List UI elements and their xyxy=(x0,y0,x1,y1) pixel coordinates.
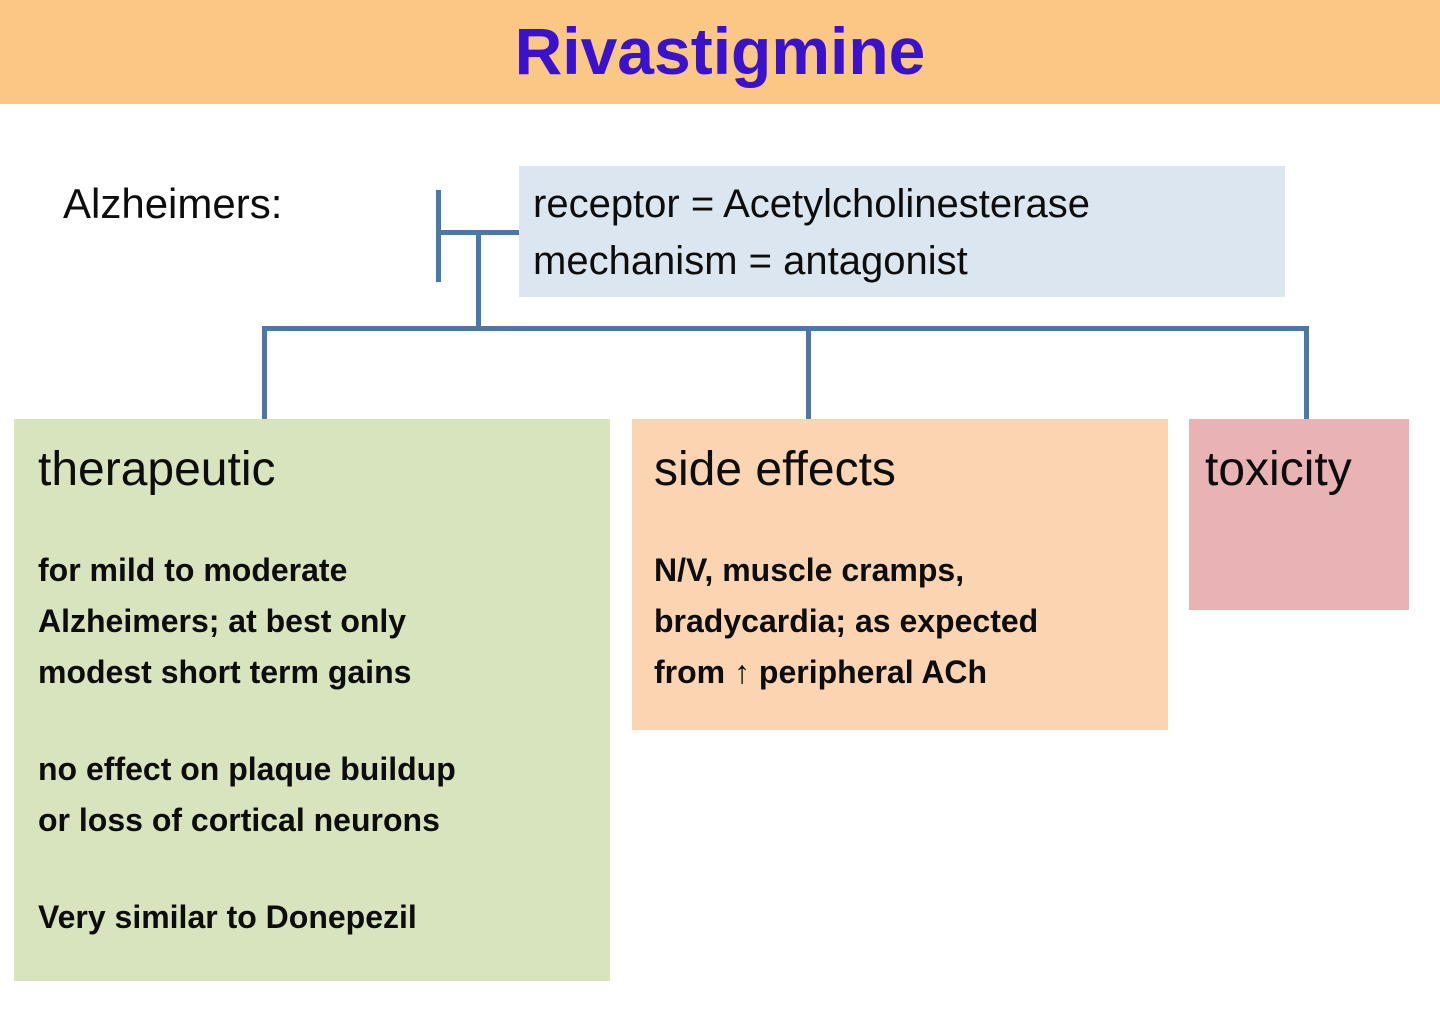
connector-stub-vertical xyxy=(436,190,441,282)
body-line: Alzheimers; at best only xyxy=(38,603,407,639)
body-line: bradycardia; as expected xyxy=(654,603,1039,639)
connector-bus-horizontal xyxy=(262,326,1309,331)
category-box-therapeutic: therapeutic for mild to moderate Alzheim… xyxy=(14,419,610,981)
spacer xyxy=(38,499,586,545)
category-box-side-effects: side effects N/V, muscle cramps, bradyca… xyxy=(632,419,1168,730)
body-line: no effect on plaque buildup xyxy=(38,751,456,787)
category-body-therapeutic: for mild to moderate Alzheimers; at best… xyxy=(38,545,586,943)
root-label-alzheimers: Alzheimers: xyxy=(63,180,283,227)
spacer xyxy=(38,698,586,744)
title-banner: Rivastigmine xyxy=(0,0,1440,104)
body-line: modest short term gains xyxy=(38,654,412,690)
receptor-mechanism-box: receptor = Acetylcholinesterase mechanis… xyxy=(519,166,1285,297)
category-box-toxicity: toxicity xyxy=(1189,419,1409,610)
category-heading-therapeutic: therapeutic xyxy=(38,443,276,496)
receptor-line: receptor = Acetylcholinesterase xyxy=(533,182,1090,226)
category-heading-toxicity: toxicity xyxy=(1205,443,1352,496)
body-line: N/V, muscle cramps, xyxy=(654,552,965,588)
body-line: from ↑ peripheral ACh xyxy=(654,654,988,690)
spacer xyxy=(654,499,1148,545)
body-line: for mild to moderate xyxy=(38,552,348,588)
spacer xyxy=(38,846,586,892)
body-line: Very similar to Donepezil xyxy=(38,899,417,935)
page-title: Rivastigmine xyxy=(514,14,926,88)
category-body-side-effects: N/V, muscle cramps, bradycardia; as expe… xyxy=(654,545,1148,698)
connector-drop-to-bus xyxy=(476,230,481,330)
category-heading-side-effects: side effects xyxy=(654,443,896,496)
body-line: or loss of cortical neurons xyxy=(38,802,440,838)
connector-branch-toxicity xyxy=(1304,326,1309,421)
connector-branch-side-effects xyxy=(806,326,811,421)
connector-branch-therapeutic xyxy=(262,326,267,421)
mechanism-line: mechanism = antagonist xyxy=(533,239,968,283)
